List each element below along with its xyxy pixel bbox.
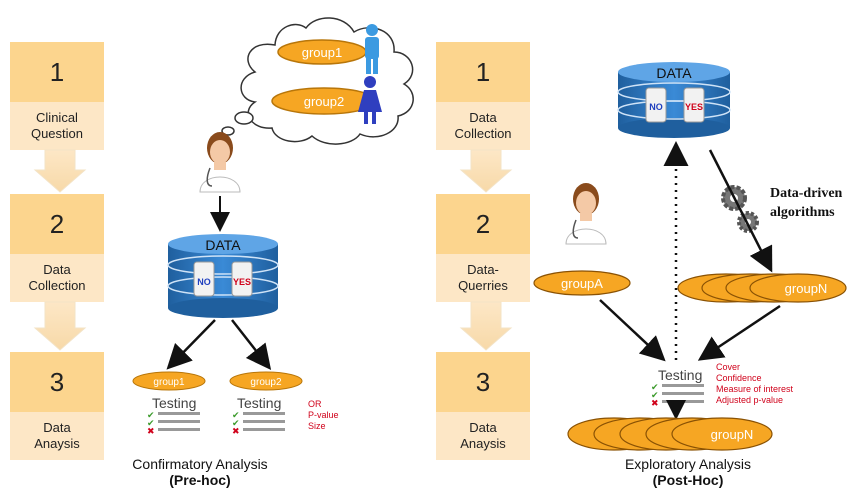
right-step-3: 3 Data Anaysis	[436, 352, 530, 460]
left-caption: Confirmatory Analysis (Pre-hoc)	[110, 456, 290, 488]
left-testing-2: Testing ✔ ✔ ✖	[232, 395, 285, 436]
left-bottle-yes: YES	[233, 277, 251, 287]
right-metrics: Cover Confidence Measure of interest Adj…	[716, 362, 794, 405]
groupN-stack-bottom: groupN	[567, 417, 773, 451]
left-group2-pill: group2	[229, 371, 303, 391]
svg-text:✔: ✔	[232, 410, 240, 420]
testing-label: Testing	[237, 395, 281, 411]
left-step-3: 3 Data Anaysis	[10, 352, 104, 460]
algorithms-label-1: Data-driven	[770, 186, 843, 201]
metric-size: Size	[308, 421, 326, 431]
svg-text:✔: ✔	[147, 410, 155, 420]
db-to-group2-arrow	[231, 319, 272, 370]
left-caption-subtitle: (Pre-hoc)	[169, 472, 231, 488]
step-number: 3	[436, 352, 530, 412]
groupN-stack-top: groupN	[677, 273, 847, 303]
step-number: 1	[10, 42, 104, 102]
step-label: Data Collection	[436, 102, 530, 150]
svg-text:✔: ✔	[651, 390, 659, 400]
left-metrics: OR P-value Size	[308, 399, 339, 431]
left-db-label: DATA	[205, 237, 241, 253]
left-group1-pill: group1	[132, 371, 206, 391]
db-to-group1-arrow	[166, 319, 216, 370]
right-caption-subtitle: (Post-Hoc)	[652, 472, 724, 488]
left-testing-1: Testing ✔ ✔ ✖	[147, 395, 200, 436]
left-flow-arrow-1	[33, 149, 87, 193]
groupA-pill: groupA	[533, 270, 631, 296]
step-number: 2	[10, 194, 104, 254]
step-number: 3	[10, 352, 104, 412]
thought-cloud	[211, 17, 414, 145]
groupA-to-testing-arrow	[599, 299, 666, 362]
step-label: Data Collection	[10, 254, 104, 302]
metric-cover: Cover	[716, 362, 740, 372]
metric-or: OR	[308, 399, 322, 409]
right-db-label: DATA	[656, 65, 692, 81]
right-database-icon: DATA NO YES	[617, 62, 731, 138]
groupN-to-testing-arrow	[697, 304, 781, 361]
thought-group2-label: group2	[304, 94, 344, 109]
left-bottle-no: NO	[197, 277, 211, 287]
svg-text:✖: ✖	[147, 426, 155, 436]
right-step-2: 2 Data- Querries	[436, 194, 530, 302]
metric-adjusted-pvalue: Adjusted p-value	[716, 395, 783, 405]
testing-label: Testing	[152, 395, 196, 411]
groupN-bottom-label: groupN	[711, 427, 754, 442]
step-label: Data Anaysis	[10, 412, 104, 460]
left-group2-label: group2	[250, 377, 282, 388]
thought-group1-label: group1	[302, 45, 342, 60]
left-step-2: 2 Data Collection	[10, 194, 104, 302]
metric-pvalue: P-value	[308, 410, 339, 420]
right-bottle-yes: YES	[685, 102, 703, 112]
step-number: 2	[436, 194, 530, 254]
right-doctor-icon	[565, 183, 607, 245]
left-step-1: 1 Clinical Question	[10, 42, 104, 150]
testing-label: Testing	[658, 367, 702, 383]
male-icon	[365, 24, 379, 74]
left-caption-title: Confirmatory Analysis	[132, 456, 268, 472]
right-bottle-no: NO	[649, 102, 663, 112]
thought-group1: group1	[277, 39, 367, 65]
step-label: Clinical Question	[10, 102, 104, 150]
step-label: Data Anaysis	[436, 412, 530, 460]
algorithms-label-2: algorithms	[770, 205, 835, 220]
svg-text:✔: ✔	[651, 382, 659, 392]
svg-text:✔: ✔	[232, 418, 240, 428]
svg-text:✖: ✖	[232, 426, 240, 436]
left-flow-arrow-2	[33, 301, 87, 351]
right-caption-title: Exploratory Analysis	[624, 456, 752, 472]
right-flow-arrow-2	[459, 301, 513, 351]
groupN-top-label: groupN	[785, 281, 828, 296]
svg-text:✖: ✖	[651, 398, 659, 408]
metric-measure-of-interest: Measure of interest	[716, 384, 794, 394]
left-database-icon: DATA NO YES	[167, 234, 279, 318]
right-flow-arrow-1	[459, 149, 513, 193]
right-caption: Exploratory Analysis (Post-Hoc)	[598, 456, 778, 488]
svg-text:✔: ✔	[147, 418, 155, 428]
left-group1-label: group1	[153, 377, 185, 388]
right-testing: Testing ✔ ✔ ✖	[651, 367, 704, 408]
db-to-groups-arrow	[708, 149, 773, 273]
step-label: Data- Querries	[436, 254, 530, 302]
step-number: 1	[436, 42, 530, 102]
metric-confidence: Confidence	[716, 373, 762, 383]
female-icon	[358, 76, 382, 124]
groupA-label: groupA	[561, 276, 603, 291]
right-step-1: 1 Data Collection	[436, 42, 530, 150]
doctor-icon	[199, 132, 241, 193]
